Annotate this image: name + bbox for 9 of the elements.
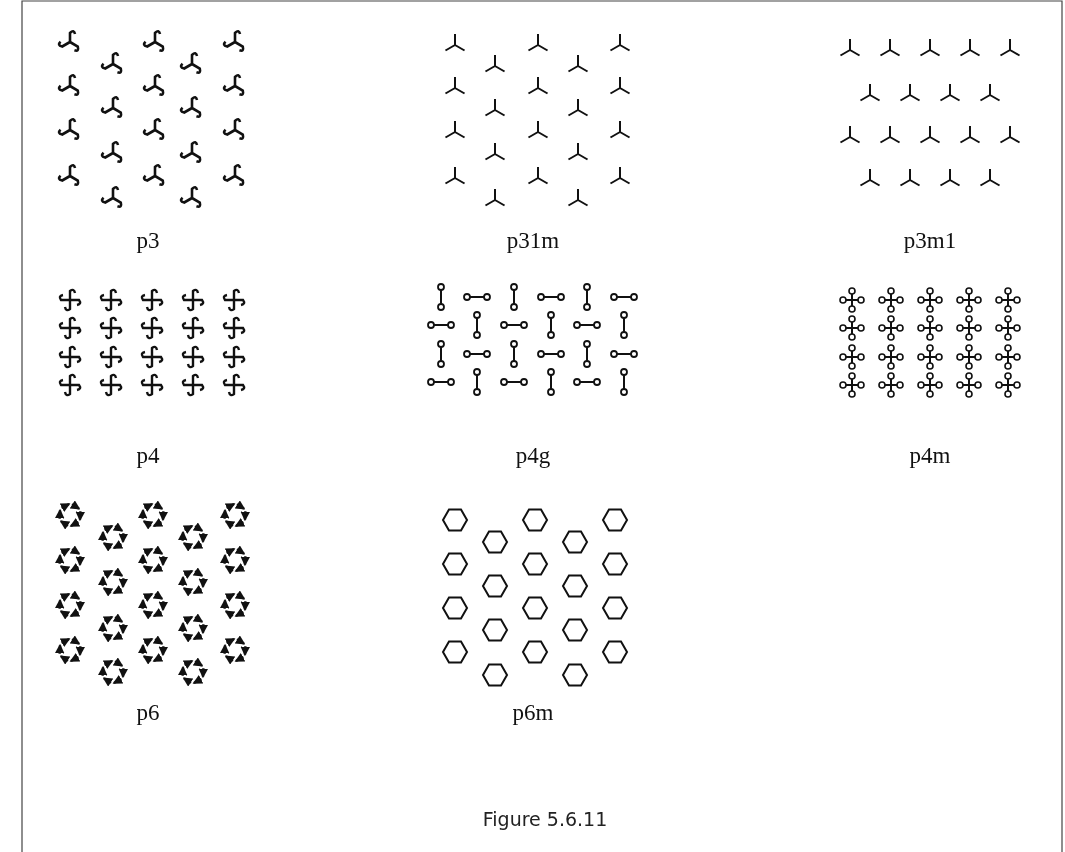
pattern-label: p31m bbox=[506, 228, 560, 254]
pattern-label: p6 bbox=[136, 700, 160, 726]
pattern-label: p4g bbox=[515, 443, 551, 469]
pattern-label: p3m1 bbox=[903, 228, 957, 254]
pattern-label: p4m bbox=[909, 443, 951, 469]
pattern-label: p6m bbox=[512, 700, 554, 726]
pattern-label: p3 bbox=[136, 228, 160, 254]
pattern-label: p4 bbox=[136, 443, 160, 469]
figure-caption: Figure 5.6.11 bbox=[482, 808, 608, 830]
